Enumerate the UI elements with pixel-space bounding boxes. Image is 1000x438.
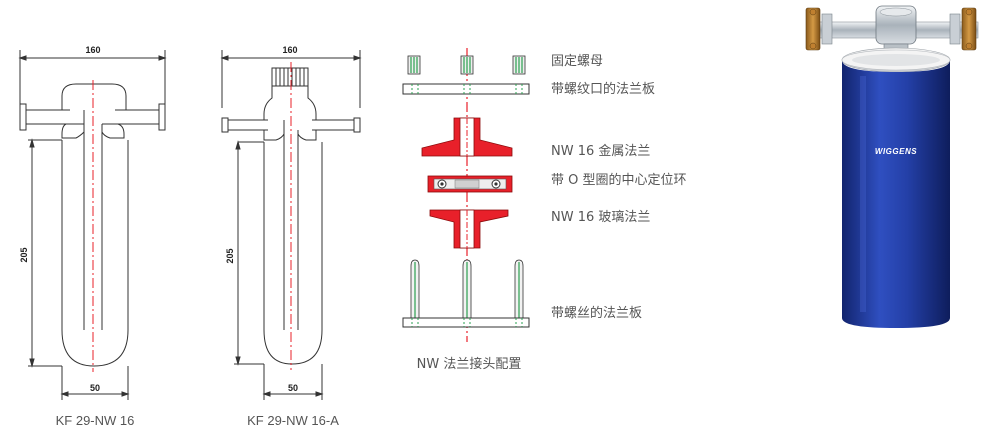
fixing-nuts bbox=[407, 55, 526, 75]
threaded-flange-plate bbox=[402, 83, 530, 95]
label-screw-flange-plate: 带螺丝的法兰板 bbox=[551, 305, 642, 321]
label-threaded-flange-plate: 带螺纹口的法兰板 bbox=[551, 81, 655, 97]
technical-drawing-left bbox=[18, 50, 167, 400]
label-centering-ring: 带 O 型圈的中心定位环 bbox=[551, 172, 687, 188]
caption-right: KF 29-NW 16-A bbox=[247, 413, 339, 428]
centering-ring bbox=[427, 175, 513, 193]
label-metal-flange: NW 16 金属法兰 bbox=[551, 143, 650, 159]
assembly-caption: NW 法兰接头配置 bbox=[417, 356, 522, 372]
label-fixing-nut: 固定螺母 bbox=[551, 54, 603, 69]
width-dim-right: 160 bbox=[282, 45, 297, 55]
brand-label: WIGGENS bbox=[875, 147, 917, 156]
width-dim-left: 160 bbox=[85, 45, 100, 55]
metal-flange bbox=[421, 117, 513, 157]
flange-assembly bbox=[402, 48, 530, 342]
height-dim-left: 205 bbox=[19, 247, 29, 262]
glass-flange bbox=[429, 209, 509, 249]
product-image: WIGGENS bbox=[805, 5, 979, 328]
label-glass-flange: NW 16 玻璃法兰 bbox=[551, 210, 650, 225]
screw-flange-plate bbox=[402, 259, 530, 328]
height-dim-right: 205 bbox=[225, 248, 235, 263]
bottom-dim-left: 50 bbox=[90, 383, 100, 393]
caption-left: KF 29-NW 16 bbox=[56, 413, 135, 428]
technical-drawing-right bbox=[220, 50, 362, 400]
bottom-dim-right: 50 bbox=[288, 383, 298, 393]
